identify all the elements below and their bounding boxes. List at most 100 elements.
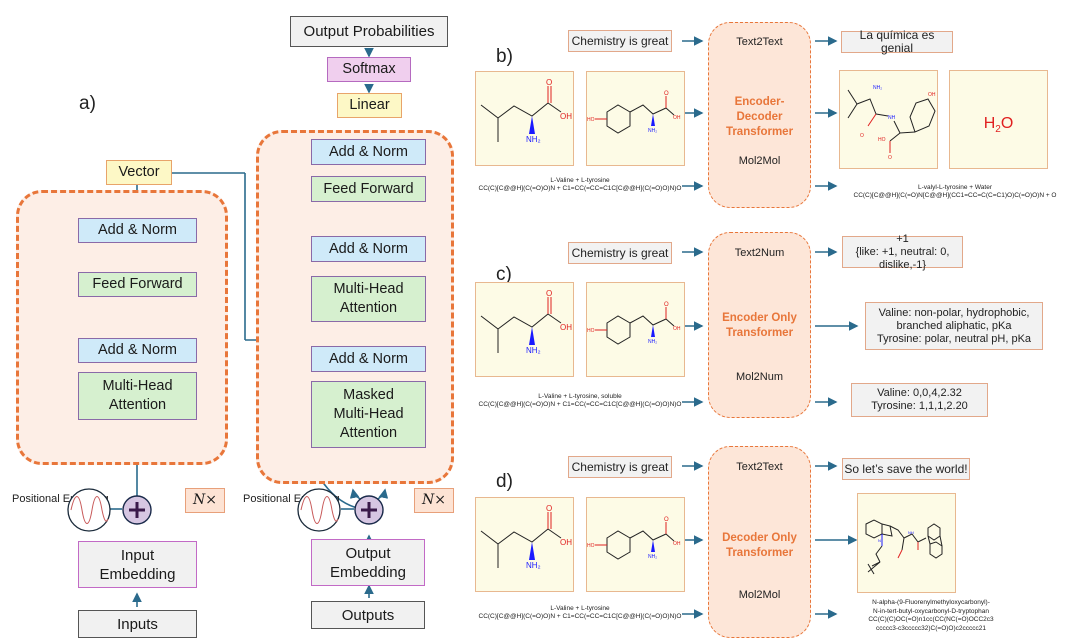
decoder-positional-encoding-icon <box>297 488 341 532</box>
panel-c-valine-molecule: O OH NH₂ <box>475 282 574 377</box>
svg-text:N: N <box>878 538 881 543</box>
water-sub: 2 <box>995 124 1001 136</box>
panel-d-mode-text2text: Text2Text <box>736 461 783 473</box>
decoder-masked-multi-head-attention: Masked Multi-Head Attention <box>311 381 426 448</box>
svg-text:OH: OH <box>560 538 572 547</box>
panel-d-text-input: Chemistry is great <box>568 456 672 478</box>
softmax-box: Softmax <box>327 57 411 82</box>
water-formula: H2O <box>950 115 1047 135</box>
panel-b-output-smiles: CC(C)[C@@H](C(=O)N[C@@H](CC1=CC=C(C=C1)O… <box>853 192 1057 199</box>
panel-c-property-line: branched aliphatic, pKa <box>896 319 1012 332</box>
panel-c-score-legend: {like: +1, neutral: 0, dislike,-1} <box>855 245 950 271</box>
svg-text:NH₂: NH₂ <box>648 128 657 134</box>
panel-c-text-output: +1 {like: +1, neutral: 0, dislike,-1} <box>842 232 963 271</box>
panel-b-input-smiles: CC(C)[C@@H](C(=O)O)N + C1=CC(=CC=C1C[C@@… <box>478 185 682 192</box>
panel-b-text-output: La química es genial <box>841 29 953 55</box>
panel-c-text-input: Chemistry is great <box>568 242 672 264</box>
panel-b-text-input: Chemistry is great <box>568 30 672 52</box>
svg-text:OH: OH <box>928 92 936 98</box>
panel-label-b: b) <box>496 46 513 67</box>
panel-b-input-caption: L-Valine + L-tyrosine <box>550 177 610 184</box>
valine-structure-icon: O OH NH₂ <box>480 504 572 570</box>
svg-text:NH₂: NH₂ <box>648 339 657 345</box>
outputs-box: Outputs <box>311 601 425 629</box>
encoder-add-icon <box>122 495 152 525</box>
panel-label-c: c) <box>496 264 512 285</box>
panel-b-dipeptide-molecule: NH₂ NH O HO O OH <box>839 70 938 169</box>
svg-text:NH₂: NH₂ <box>526 561 541 570</box>
panel-b-encoder-decoder-transformer: Text2Text Encoder-Decoder Transformer Mo… <box>708 22 811 208</box>
svg-text:OH: OH <box>560 323 572 332</box>
valine-structure-icon: O OH NH₂ <box>480 78 572 144</box>
water-o: O <box>1000 115 1014 132</box>
svg-text:NH: NH <box>908 530 914 535</box>
panel-c-numeric-line: Tyrosine: 1,1,1,2.20 <box>871 400 968 412</box>
panel-c-mode-text2num: Text2Num <box>734 247 785 259</box>
tyrosine-structure-icon: HO O OH NH₂ <box>587 91 681 134</box>
panel-c-tyrosine-molecule: HO O OH NH₂ <box>586 282 685 377</box>
panel-d-output-line: CC(C)(C)OC(=O)n1cc(CC(NC(=O)OCC2c3 <box>868 616 994 623</box>
panel-b-water-molecule: H2O <box>949 70 1048 169</box>
panel-c-property-line: Tyrosine: polar, neutral pH, pKa <box>876 332 1032 345</box>
panel-c-property-line: Valine: non-polar, hydrophobic, <box>878 306 1030 319</box>
svg-text:O: O <box>664 517 669 523</box>
svg-text:O: O <box>888 155 892 161</box>
decoder-add-icon <box>354 495 384 525</box>
panel-c-input-caption: L-Valine + L-tyrosine, soluble <box>538 393 622 400</box>
vector-box: Vector <box>106 160 172 185</box>
panel-label-a: a) <box>79 93 96 114</box>
svg-text:O: O <box>546 289 552 298</box>
svg-text:NH₂: NH₂ <box>526 135 541 144</box>
water-h: H <box>983 115 996 132</box>
panel-c-numeric-output: Valine: 0,0,4,2.32 Tyrosine: 1,1,1,2.20 <box>851 383 988 417</box>
panel-d-output-text: N-alpha-(9-Fluorenylmethyloxycarbonyl)- … <box>836 599 1026 633</box>
decoder-repeat-badge: N× <box>414 488 454 513</box>
svg-text:O: O <box>664 91 669 97</box>
svg-text:NH₂: NH₂ <box>648 554 657 560</box>
panel-c-encoder-only-transformer: Text2Num Encoder Only Transformer Mol2Nu… <box>708 232 811 418</box>
panel-d-decoder-only-transformer: Text2Text Decoder Only Transformer Mol2M… <box>708 446 811 638</box>
panel-d-output-line: N-alpha-(9-Fluorenylmethyloxycarbonyl)- <box>872 599 990 606</box>
encoder-add-norm-bottom: Add & Norm <box>78 338 197 363</box>
panel-b-mode-text2text: Text2Text <box>736 36 783 48</box>
panel-label-d: d) <box>496 471 513 492</box>
panel-c-input-smiles: CC(C)[C@@H](C(=O)O)N + C1=CC(=CC=C1C[C@@… <box>478 401 682 408</box>
decoder-multi-head-attention: Multi-Head Attention <box>311 276 426 322</box>
svg-text:OH: OH <box>560 112 572 121</box>
encoder-repeat-badge: N× <box>185 488 225 513</box>
panel-d-mode-mol2mol: Mol2Mol <box>738 589 781 601</box>
inputs-box: Inputs <box>78 610 197 638</box>
panel-c-score: +1 <box>896 232 909 245</box>
panel-b-mode-mol2mol: Mol2Mol <box>738 155 781 167</box>
panel-c-numeric-line: Valine: 0,0,4,2.32 <box>877 387 962 399</box>
svg-text:NH: NH <box>888 115 896 121</box>
svg-text:HO: HO <box>587 117 595 123</box>
svg-text:O: O <box>860 133 864 139</box>
panel-c-mol-properties-output: Valine: non-polar, hydrophobic, branched… <box>865 302 1043 350</box>
panel-d-input-smiles: CC(C)[C@@H](C(=O)O)N + C1=CC(=CC=C1C[C@@… <box>478 613 682 620</box>
panel-d-tyrosine-molecule: HO O OH NH₂ <box>586 497 685 592</box>
panel-b-tyrosine-molecule: HO O OH NH₂ <box>586 71 685 166</box>
output-embedding-box: Output Embedding <box>311 539 425 586</box>
svg-text:NH₂: NH₂ <box>873 85 882 91</box>
encoder-multi-head-attention: Multi-Head Attention <box>78 372 197 420</box>
svg-text:HO: HO <box>878 137 886 143</box>
tyrosine-structure-icon: HO O OH NH₂ <box>587 517 681 560</box>
panel-b-output-caption: L-valyl-L-tyrosine + Water <box>918 184 992 191</box>
linear-box: Linear <box>337 93 402 118</box>
svg-text:OH: OH <box>673 326 681 332</box>
output-probabilities-box: Output Probabilities <box>290 16 448 47</box>
panel-d-valine-molecule: O OH NH₂ <box>475 497 574 592</box>
svg-text:O: O <box>546 78 552 87</box>
svg-text:O: O <box>664 302 669 308</box>
svg-text:HO: HO <box>587 543 595 549</box>
encoder-positional-encoding-icon <box>67 488 111 532</box>
panel-c-model-name: Encoder Only Transformer <box>722 312 797 339</box>
input-embedding-box: Input Embedding <box>78 541 197 588</box>
decoder-add-norm-middle: Add & Norm <box>311 236 426 262</box>
encoder-add-norm-top: Add & Norm <box>78 218 197 243</box>
panel-d-input-caption: L-Valine + L-tyrosine <box>550 605 610 612</box>
svg-text:OH: OH <box>673 541 681 547</box>
panel-d-output-line: ccccc3-c3ccccc32)C(=O)O)c2ccccc21 <box>876 624 986 632</box>
panel-d-output-line: N-in-tert-butyl-oxycarbonyl-D-tryptophan <box>873 607 989 615</box>
